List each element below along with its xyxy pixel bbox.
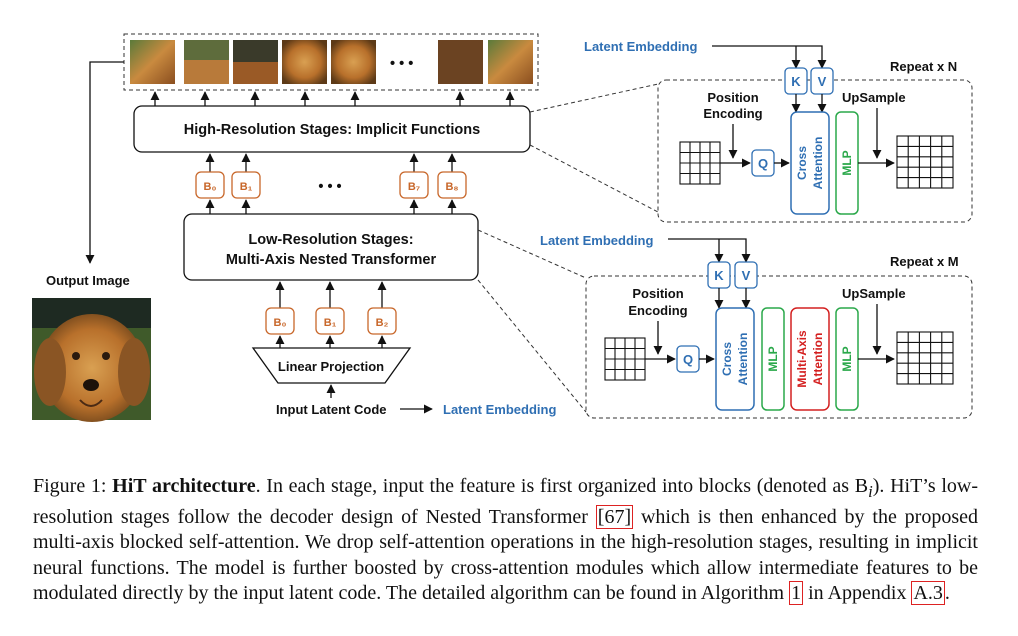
caption-title: HiT architecture <box>112 475 256 497</box>
top-v-label: V <box>818 74 827 89</box>
strip-arrows <box>150 91 515 106</box>
module-connectors <box>477 83 659 413</box>
blocks-ellipsis: • • • <box>318 179 341 195</box>
caption-text-2: ). HiT’s low-resolution stages follow th… <box>33 475 978 528</box>
bottom-repeat-label: Repeat x M <box>890 254 959 269</box>
top-cross-label-2: Attention <box>811 137 825 190</box>
top-position-label-2: Encoding <box>703 106 762 121</box>
block-b0-high-label: B₀ <box>204 181 217 193</box>
bottom-position-label-1: Position <box>632 286 683 301</box>
high-res-stages-box <box>133 105 531 153</box>
generated-image-strip: • • • <box>123 33 539 91</box>
top-output-grid <box>896 135 954 189</box>
bottom-multi-label-2: Attention <box>811 333 825 386</box>
high-res-module: Latent Embedding Repeat x N K V Position… <box>584 39 973 223</box>
patch-image <box>233 40 278 62</box>
block-b8-high-label: B₈ <box>445 181 458 193</box>
strip-ellipsis: • • • <box>390 56 413 72</box>
bottom-q-label: Q <box>683 352 693 367</box>
linear-projection-label: Linear Projection <box>278 359 384 374</box>
citation-link-67[interactable]: [67] <box>595 504 634 529</box>
block-b2-low <box>367 307 397 335</box>
low-res-stages-label-1: Low-Resolution Stages: <box>248 232 413 248</box>
top-cross-label-1: Cross <box>795 146 809 180</box>
patch-image <box>130 40 175 84</box>
top-q-label: Q <box>758 156 768 171</box>
patch-image <box>282 40 327 84</box>
low-res-stages-label-2: Multi-Axis Nested Transformer <box>226 252 437 268</box>
block-b0-low <box>265 307 295 335</box>
appendix-link[interactable]: A.3 <box>911 581 945 605</box>
block-b0-high <box>195 171 225 199</box>
patch-image <box>184 40 229 60</box>
output-image <box>32 298 151 422</box>
input-latent-code-label: Input Latent Code <box>276 402 387 417</box>
top-k-label: K <box>791 74 801 89</box>
top-input-grid <box>679 141 721 185</box>
low-res-module: Latent Embedding Repeat x M K V Position… <box>540 233 973 419</box>
caption-prefix: Figure 1: <box>33 475 113 497</box>
top-mlp-label: MLP <box>840 150 854 175</box>
linear-projection-shape <box>251 347 412 384</box>
top-cross-attention-box <box>790 111 830 215</box>
bottom-v-label: V <box>742 268 751 283</box>
patch-image <box>438 40 483 84</box>
block-b2-low-label: B₂ <box>376 317 389 329</box>
bottom-k-label: K <box>714 268 724 283</box>
bottom-cross-attention-box <box>715 307 755 411</box>
caption-text-4: in Appendix <box>803 582 912 604</box>
caption-text-5: . <box>944 582 950 604</box>
caption-text-3: which is then enhanced by the proposed m… <box>33 505 979 605</box>
caption-sub-i: i <box>868 482 873 501</box>
block-b1-high <box>231 171 261 199</box>
output-arrow <box>85 61 124 264</box>
top-latent-embedding: Latent Embedding <box>584 39 697 54</box>
block-b1-high-label: B₁ <box>240 181 253 193</box>
block-b8-high <box>437 171 467 199</box>
high-res-blocks: B₀ B₁ • • • B₇ B₈ <box>195 153 467 214</box>
bottom-cross-label-1: Cross <box>720 342 734 376</box>
bottom-mlp1-box <box>761 307 785 411</box>
algorithm-link[interactable]: 1 <box>789 581 804 605</box>
block-b1-low-label: B₁ <box>324 317 337 329</box>
bottom-multi-axis-box <box>790 307 830 411</box>
patch-image <box>331 40 376 84</box>
bottom-mlp2-label: MLP <box>840 346 854 371</box>
bottom-mlp1-label: MLP <box>766 346 780 371</box>
block-b7-high-label: B₇ <box>408 181 420 193</box>
patch-image <box>488 40 533 84</box>
top-upsample-label: UpSample <box>842 90 906 105</box>
bottom-output-grid <box>896 331 954 385</box>
output-image-label: Output Image <box>46 273 130 288</box>
bottom-position-label-2: Encoding <box>628 303 687 318</box>
figure-caption: Figure 1: HiT architecture. In each stag… <box>33 474 978 607</box>
top-repeat-label: Repeat x N <box>890 59 957 74</box>
latent-embedding-label: Latent Embedding <box>443 402 556 417</box>
caption-text-1: . In each stage, input the feature is fi… <box>255 475 869 497</box>
low-res-blocks: B₀ B₁ B₂ <box>265 281 397 348</box>
bottom-input-grid <box>604 337 646 381</box>
block-b0-low-label: B₀ <box>274 317 287 329</box>
bottom-multi-label-1: Multi-Axis <box>795 330 809 388</box>
bottom-module-frame <box>585 275 973 419</box>
bottom-upsample-label: UpSample <box>842 286 906 301</box>
bottom-latent-embedding: Latent Embedding <box>540 233 653 248</box>
top-position-label-1: Position <box>707 90 758 105</box>
bottom-cross-label-2: Attention <box>736 333 750 386</box>
block-b7-high <box>399 171 429 199</box>
low-res-stages-box <box>183 213 479 281</box>
high-res-stages-label: High-Resolution Stages: Implicit Functio… <box>184 122 480 138</box>
block-b1-low <box>315 307 345 335</box>
